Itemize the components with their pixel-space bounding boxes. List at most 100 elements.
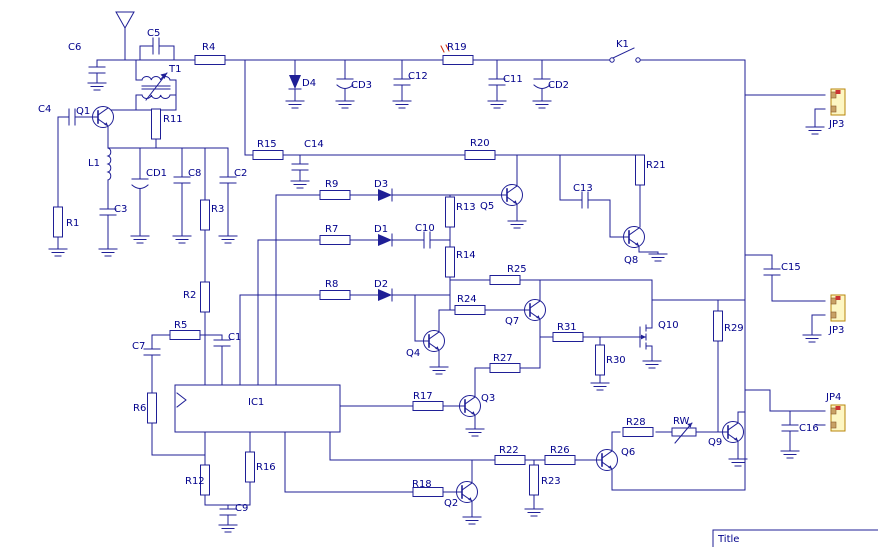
- ground-symbol: [532, 100, 552, 109]
- label-Q1: Q1: [76, 106, 90, 117]
- label-R7: R7: [325, 224, 338, 235]
- label-JP3-mid: JP3: [828, 325, 844, 336]
- transistor-Q8: [622, 225, 646, 249]
- switch-K1: [609, 47, 641, 63]
- ground-symbol: [429, 366, 449, 375]
- resistor-R26: [544, 455, 576, 465]
- transistor-Q4: [422, 329, 446, 353]
- diode-D1: [377, 233, 393, 247]
- label-CD1: CD1: [146, 168, 167, 179]
- ground-symbol: [218, 235, 238, 244]
- label-Q6: Q6: [621, 447, 635, 458]
- label-Q8: Q8: [624, 255, 638, 266]
- ground-symbol: [335, 100, 355, 109]
- label-R31: R31: [557, 322, 577, 333]
- label-C2: C2: [234, 168, 247, 179]
- circuit: [48, 11, 878, 547]
- capacitor-C7: [143, 348, 161, 356]
- resistor-R20: [464, 150, 496, 160]
- label-Q2: Q2: [444, 498, 458, 509]
- connector-JP3-mid: [830, 294, 846, 322]
- label-JP4: JP4: [825, 392, 841, 403]
- label-R8: R8: [325, 279, 338, 290]
- label-R2: R2: [183, 290, 196, 301]
- label-R15: R15: [257, 139, 277, 150]
- resistor-R27: [489, 363, 521, 373]
- capacitor-C14: [291, 163, 309, 171]
- label-R4: R4: [202, 42, 215, 53]
- connector-JP4: [830, 404, 846, 432]
- ground-symbol: [48, 248, 68, 257]
- resistor-R15: [252, 150, 284, 160]
- resistor-R17: [412, 401, 444, 411]
- resistor-R13: [445, 196, 455, 228]
- label-R24: R24: [457, 294, 477, 305]
- label-R11: R11: [163, 114, 183, 125]
- label-CD3: CD3: [351, 80, 372, 91]
- label-Q3: Q3: [481, 393, 495, 404]
- ic-IC1: [174, 384, 341, 433]
- ground-symbol: [805, 126, 825, 135]
- label-R26: R26: [550, 445, 570, 456]
- ground-symbol: [780, 450, 800, 459]
- label-R22: R22: [499, 445, 519, 456]
- resistor-R8: [319, 290, 351, 300]
- transformer-T1: [141, 72, 171, 101]
- label-C15: C15: [781, 262, 801, 273]
- label-C8: C8: [188, 168, 201, 179]
- label-RW: RW: [673, 416, 690, 427]
- resistor-R5: [169, 330, 201, 340]
- label-Q9: Q9: [708, 437, 722, 448]
- resistor-R29: [713, 310, 723, 342]
- label-D1: D1: [374, 224, 388, 235]
- transistor-Q7: [523, 298, 547, 322]
- diode-D3: [377, 188, 393, 202]
- label-C3: C3: [114, 204, 127, 215]
- label-R20: R20: [470, 138, 490, 149]
- label-L1: L1: [88, 158, 100, 169]
- resistor-R2: [200, 281, 210, 313]
- resistor-R23: [529, 464, 539, 496]
- mosfet-Q10: [639, 324, 653, 350]
- label-Q10: Q10: [658, 320, 679, 331]
- resistor-R24: [454, 305, 486, 315]
- label-Q5: Q5: [480, 201, 494, 212]
- ground-symbol: [802, 334, 822, 343]
- ground-symbol: [98, 248, 118, 257]
- label-R29: R29: [724, 323, 744, 334]
- label-D2: D2: [374, 279, 388, 290]
- label-C14: C14: [304, 139, 324, 150]
- label-C16: C16: [799, 423, 819, 434]
- label-R17: R17: [413, 391, 433, 402]
- label-C6: C6: [68, 42, 81, 53]
- label-D4: D4: [302, 78, 316, 89]
- label-R30: R30: [606, 355, 626, 366]
- transistor-Q6: [595, 448, 619, 472]
- title-block-lines: [712, 529, 878, 547]
- ground-symbol: [642, 360, 662, 369]
- label-C11: C11: [503, 74, 523, 85]
- label-Title: Title: [717, 534, 739, 545]
- label-R28: R28: [626, 417, 646, 428]
- transistor-Q9: [721, 420, 745, 444]
- capacitor-C5: [152, 37, 160, 55]
- resistor-R6: [147, 392, 157, 424]
- label-C9: C9: [235, 503, 248, 514]
- label-IC1: IC1: [248, 397, 264, 408]
- capacitor-C10: [423, 231, 431, 249]
- label-CD2: CD2: [548, 80, 569, 91]
- ground-symbol: [285, 100, 305, 109]
- label-R27: R27: [493, 353, 513, 364]
- resistor-R14: [445, 246, 455, 278]
- label-R19: R19: [447, 42, 467, 53]
- resistor-R1: [53, 206, 63, 238]
- capacitor-C16: [781, 424, 799, 432]
- ground-symbol: [487, 100, 507, 109]
- capacitor-C15: [763, 268, 781, 276]
- ground-symbol: [172, 235, 192, 244]
- label-C13: C13: [573, 183, 593, 194]
- label-C7: C7: [132, 341, 145, 352]
